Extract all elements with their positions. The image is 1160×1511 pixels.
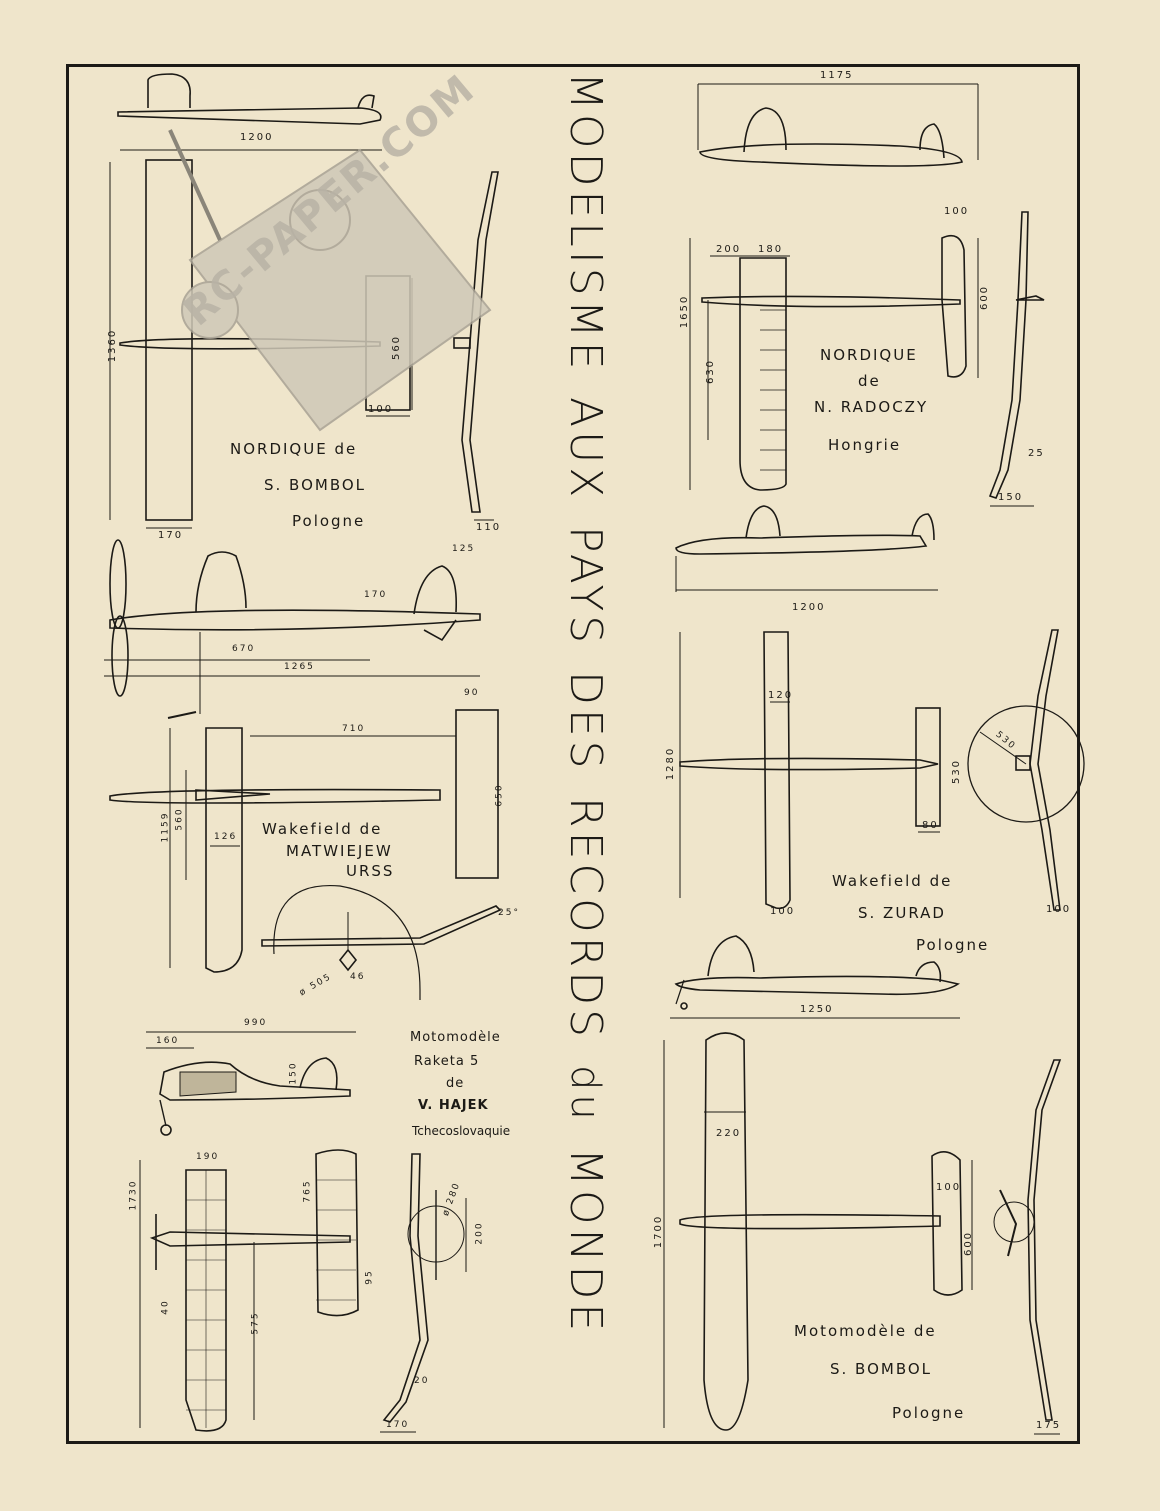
plan-motomodele-bombol-drawing (663, 935, 1062, 1435)
plan-6-label-line3: Pologne (892, 1404, 966, 1422)
plan-5-dim: 40 (160, 1299, 171, 1315)
plan-1-label-line2: S. BOMBOL (264, 476, 367, 494)
plan-3-label-line1: Wakefield de (262, 820, 383, 838)
plan-2-dim: 1175 (820, 70, 854, 81)
plan-5-dim: 170 (386, 1420, 410, 1430)
plan-3-dim: 46 (350, 972, 366, 982)
plan-1-dim: 110 (476, 522, 502, 533)
plan-1-dim: 1360 (107, 328, 119, 363)
plan-3-dim: 1159 (160, 811, 171, 843)
title-word: PAYS (560, 525, 611, 648)
plan-2-label-line3: N. RADOCZY (814, 398, 929, 416)
plan-5-label-line4: V. HAJEK (418, 1098, 489, 1113)
plan-5-dim: 1730 (128, 1179, 139, 1211)
plan-2-dim: 150 (998, 492, 1024, 503)
plan-4-dim: 1200 (792, 602, 826, 613)
plan-6-dim: 600 (963, 1230, 975, 1257)
plan-1-dim: 560 (391, 334, 403, 361)
plan-5-dim: 190 (196, 1152, 220, 1162)
plan-2-dim: 1650 (679, 294, 691, 329)
plan-raketa-drawing (139, 1031, 467, 1433)
plan-5-dim: 990 (244, 1018, 268, 1028)
plan-4-dim: 80 (922, 820, 939, 831)
page-title: MODELISME AUX PAYS DES RECORDS du MONDE (560, 72, 611, 1442)
plan-6-dim: 100 (936, 1182, 962, 1193)
plan-5-dim: 200 (474, 1221, 485, 1245)
title-word: MONDE (560, 1147, 611, 1335)
plan-1-dim: 1200 (240, 132, 274, 143)
plan-3-label-line2: MATWIEJEW (286, 842, 393, 860)
plan-4-dim: 100 (770, 906, 796, 917)
title-word: MODELISME (560, 72, 611, 374)
plan-4-label-line2: S. ZURAD (858, 904, 946, 922)
plan-2-label-line1: NORDIQUE (820, 346, 918, 364)
plan-5-dim: 160 (156, 1036, 180, 1046)
plan-3-dim: 126 (214, 832, 238, 842)
plan-3-dim: 1265 (284, 662, 315, 672)
plan-6-label-line2: S. BOMBOL (830, 1360, 933, 1378)
plan-4-dim: 1280 (665, 746, 677, 781)
plan-4-label-line3: Pologne (916, 936, 990, 954)
plan-4-dim: 100 (1046, 904, 1072, 915)
plan-6-dim: 1700 (653, 1214, 665, 1249)
plan-1-label-line1: NORDIQUE de (230, 440, 358, 458)
plan-2-label-line4: Hongrie (828, 436, 902, 454)
plan-2-dim: 100 (944, 206, 970, 217)
plan-2-dim: 25 (1028, 448, 1045, 459)
plan-1-label-line3: Pologne (292, 512, 366, 530)
plan-5-label-line5: Tchecoslovaquie (412, 1124, 511, 1138)
plan-6-dim: 1250 (800, 1004, 834, 1015)
plan-5-label-line1: Motomodèle (410, 1030, 501, 1045)
page-border (66, 64, 1080, 1444)
plan-2-dim: 600 (979, 284, 991, 311)
plan-2-dim: 200 (716, 244, 742, 255)
plan-3-label-line3: URSS (346, 862, 395, 880)
plan-5-label-line2: Raketa 5 (414, 1054, 480, 1069)
plan-5-dim: 95 (364, 1269, 375, 1285)
plan-6-dim: 220 (716, 1128, 742, 1139)
plan-2-dim: 630 (705, 358, 717, 385)
plan-3-dim: 560 (174, 807, 185, 831)
plan-wakefield-zurad-drawing (675, 505, 1085, 911)
plan-3-dim: 125 (452, 544, 476, 554)
plan-nordique-radoczy-drawing (689, 83, 1045, 507)
plan-5-dim: 575 (250, 1311, 261, 1335)
plan-1-dim: 170 (158, 530, 184, 541)
plan-5-dim: 20 (414, 1376, 430, 1386)
plan-nordique-bombol-drawing (109, 73, 499, 529)
plan-2-dim: 180 (758, 244, 784, 255)
plan-4-dim: 530 (951, 758, 963, 785)
plan-1-dim: 100 (368, 404, 394, 415)
plan-wakefield-matwiejew-drawing (104, 539, 502, 1000)
plan-3-dim: 710 (342, 724, 366, 734)
plan-5-label-line3: de (446, 1076, 465, 1091)
plan-5-dim: 150 (288, 1061, 299, 1085)
plan-3-dim: 650 (494, 783, 505, 807)
plan-4-dim: 120 (768, 690, 794, 701)
plan-3-dim: 670 (232, 644, 256, 654)
plan-3-dim: 90 (464, 688, 480, 698)
plan-4-label-line1: Wakefield de (832, 872, 953, 890)
title-word: RECORDS (560, 796, 611, 1041)
plan-3-dim: 170 (364, 590, 388, 600)
plan-3-dim: 25° (498, 908, 520, 918)
plan-2-label-line2: de (858, 372, 881, 390)
plan-6-label-line1: Motomodèle de (794, 1322, 937, 1340)
title-word: du (562, 1064, 608, 1124)
title-word: AUX (560, 397, 611, 502)
title-word: DES (560, 671, 611, 773)
plan-6-dim: 175 (1036, 1420, 1062, 1431)
plan-5-dim: 765 (302, 1179, 313, 1203)
